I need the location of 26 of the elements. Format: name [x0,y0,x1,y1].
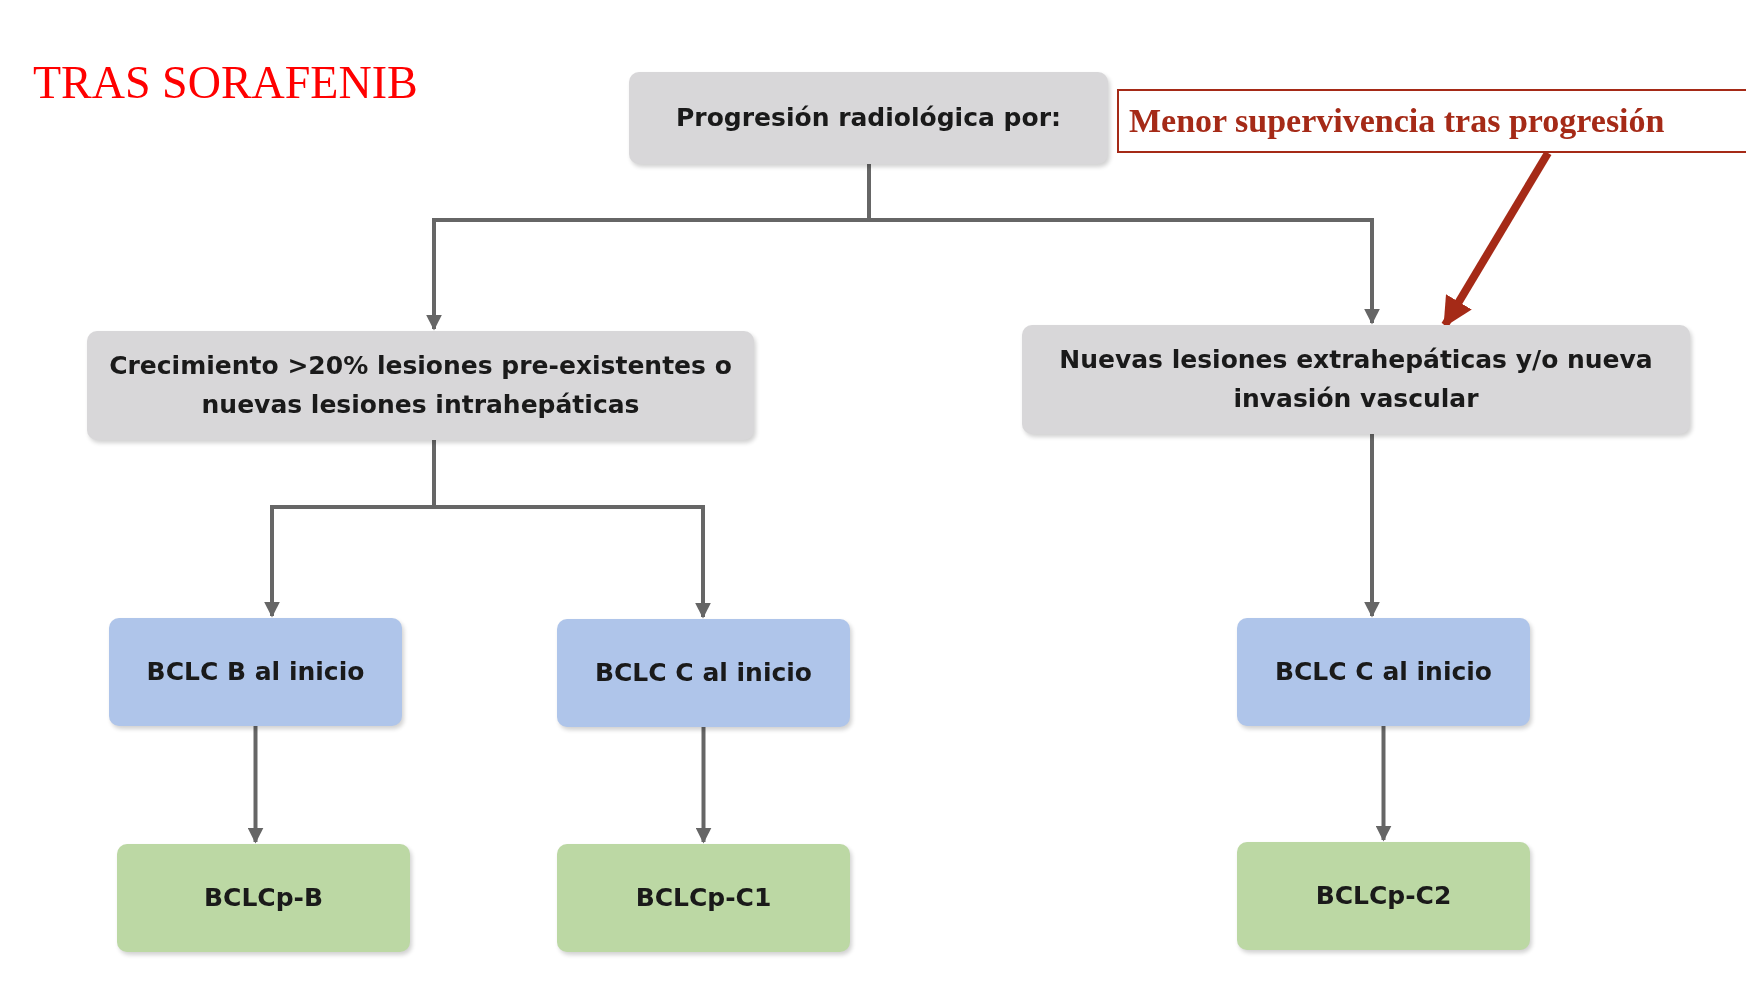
node-text: BCLC C al inicio [594,656,813,689]
result-box [1237,842,1530,950]
stage-box [109,618,402,726]
title: TRAS SORAFENIB [33,56,418,109]
process-box [629,72,1108,164]
process-box [1022,325,1690,434]
stage-box [1237,618,1530,726]
result-box [557,844,850,952]
arrow [695,727,712,844]
node-text: BCLCp-B [204,881,323,914]
arrow [1375,726,1392,842]
stage-box [557,619,850,727]
node-text: BCLC C al inicio [1274,655,1493,688]
node-text: Progresión radiológica por: [676,101,1061,134]
callout-box [1117,89,1746,153]
node-text: BCLC B al inicio [146,655,365,688]
process-box [87,331,754,440]
arrow [247,726,264,844]
result-box [117,844,410,952]
node-text: BCLCp-C1 [635,881,772,914]
node-text: Nuevas lesiones extrahepáticas y/o nueva invasión vascular [1058,343,1654,415]
node-text: Menor supervivencia tras progresión [1129,100,1665,141]
node-text: BCLCp-C2 [1315,879,1452,912]
arrow [432,440,711,619]
arrow [1364,434,1380,618]
node-text: Crecimiento >20% lesiones pre-existentes o nuevas lesiones intrahepáticas [108,349,733,421]
